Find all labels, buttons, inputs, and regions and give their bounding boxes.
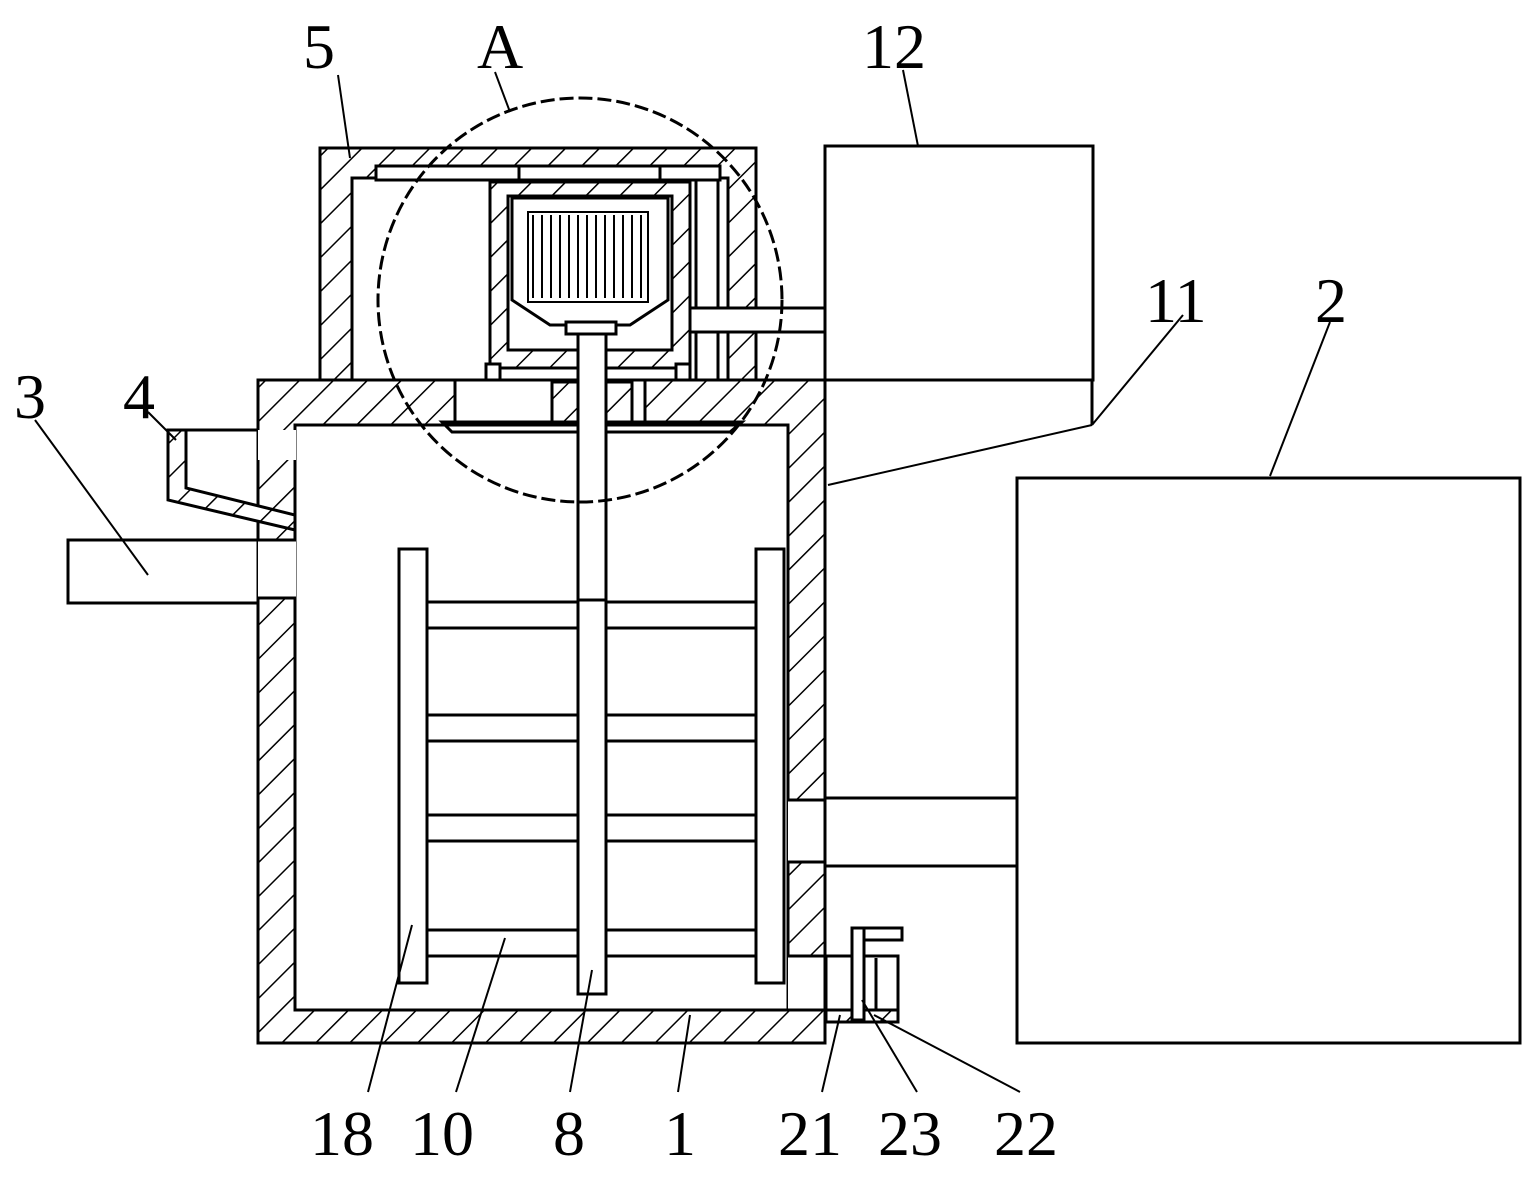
label-12: 12	[862, 11, 926, 82]
motor-winding-icon	[527, 211, 649, 303]
leader-lines	[34, 69, 1331, 1093]
label-21: 21	[778, 1098, 842, 1169]
stirring-blades	[425, 598, 758, 996]
connecting-pipe	[826, 796, 1017, 868]
label-18: 18	[310, 1098, 374, 1169]
label-11: 11	[1145, 265, 1207, 336]
stirring-frame	[397, 547, 786, 985]
label-2: 2	[1315, 265, 1347, 336]
label-a: A	[477, 11, 523, 82]
side-tank	[1015, 476, 1522, 1045]
detail-circle-a	[376, 96, 784, 504]
motor-assembly	[438, 180, 747, 434]
label-22: 22	[994, 1098, 1058, 1169]
label-1: 1	[664, 1098, 696, 1169]
label-10: 10	[410, 1098, 474, 1169]
upper-tank	[823, 144, 1095, 382]
label-23: 23	[878, 1098, 942, 1169]
drain-valve	[824, 926, 904, 1024]
label-4: 4	[123, 361, 155, 432]
label-5: 5	[303, 11, 335, 82]
reference-labels: 5 A 12 11 2 3 4 18 10 8 1 21 23 22	[14, 11, 1347, 1169]
main-tank	[256, 378, 827, 1045]
inlet-pipe	[66, 538, 258, 605]
label-3: 3	[14, 361, 46, 432]
label-8: 8	[553, 1098, 585, 1169]
motor-housing	[318, 146, 828, 382]
feed-hopper	[166, 428, 297, 532]
